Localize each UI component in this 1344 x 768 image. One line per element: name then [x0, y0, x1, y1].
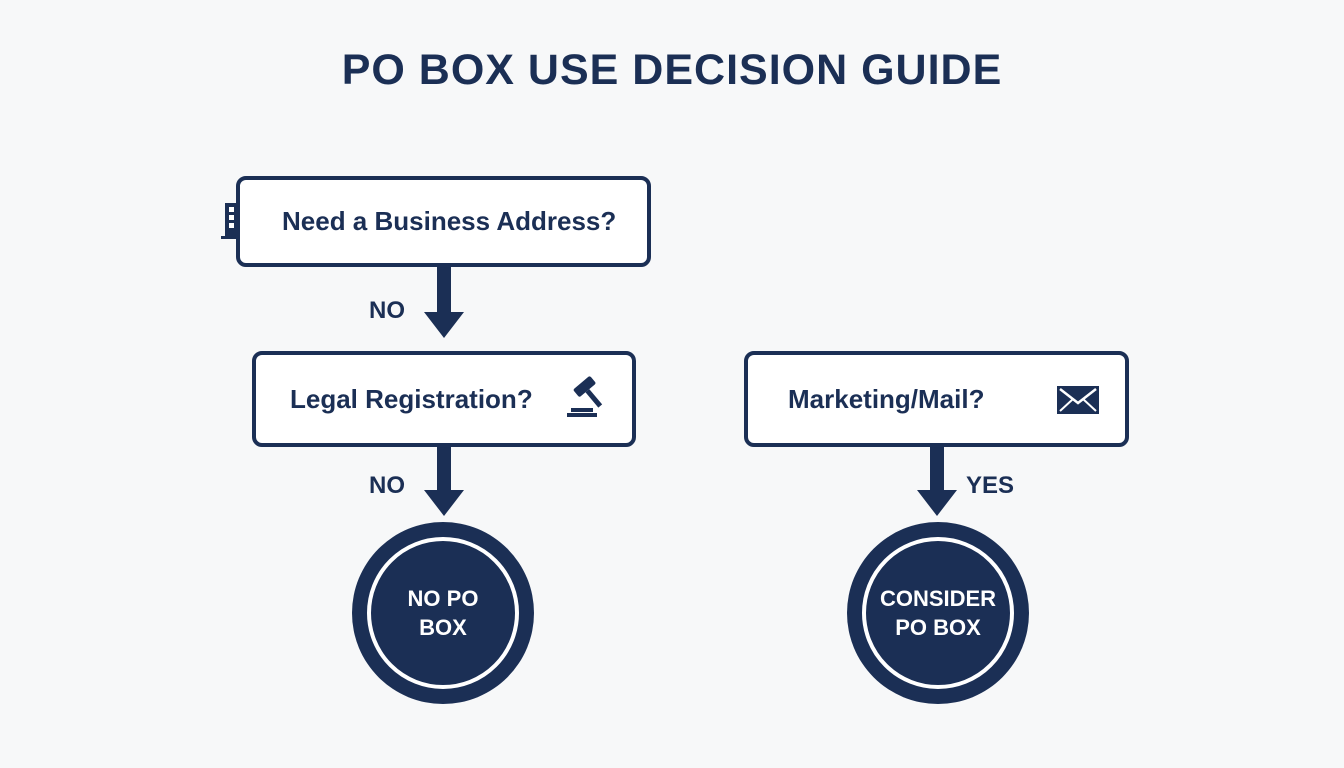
arrow-down — [424, 266, 464, 338]
envelope-icon — [1057, 386, 1099, 414]
arrow-down — [424, 446, 464, 516]
outcome-label-line1: CONSIDER — [879, 586, 997, 611]
outcome-consider-po-box: CONSIDER PO BOX — [847, 522, 1029, 704]
decision-node-label: Need a Business Address? — [282, 206, 617, 236]
gavel-icon — [567, 376, 603, 417]
decision-node-label: Marketing/Mail? — [788, 383, 985, 414]
decision-node-label: Legal Registration? — [290, 383, 533, 414]
edge-label-yes: YES — [966, 472, 1015, 499]
decision-node-legal-registration: Legal Registration? — [252, 351, 636, 447]
edge-label-no: NO — [369, 297, 405, 324]
outcome-label-line1: NO PO — [407, 586, 479, 611]
outcome-label-line2: BOX — [419, 615, 467, 640]
edge-label-no: NO — [369, 472, 405, 499]
arrow-down — [917, 446, 957, 516]
outcome-label-line2: PO BOX — [895, 615, 981, 640]
page-title: PO BOX USE DECISION GUIDE — [341, 46, 1003, 94]
outcome-no-po-box: NO PO BOX — [352, 522, 534, 704]
decision-node-business-address: Need a Business Address? — [236, 176, 651, 267]
outcome-ring: CONSIDER PO BOX — [862, 537, 1014, 689]
outcome-ring: NO PO BOX — [367, 537, 519, 689]
